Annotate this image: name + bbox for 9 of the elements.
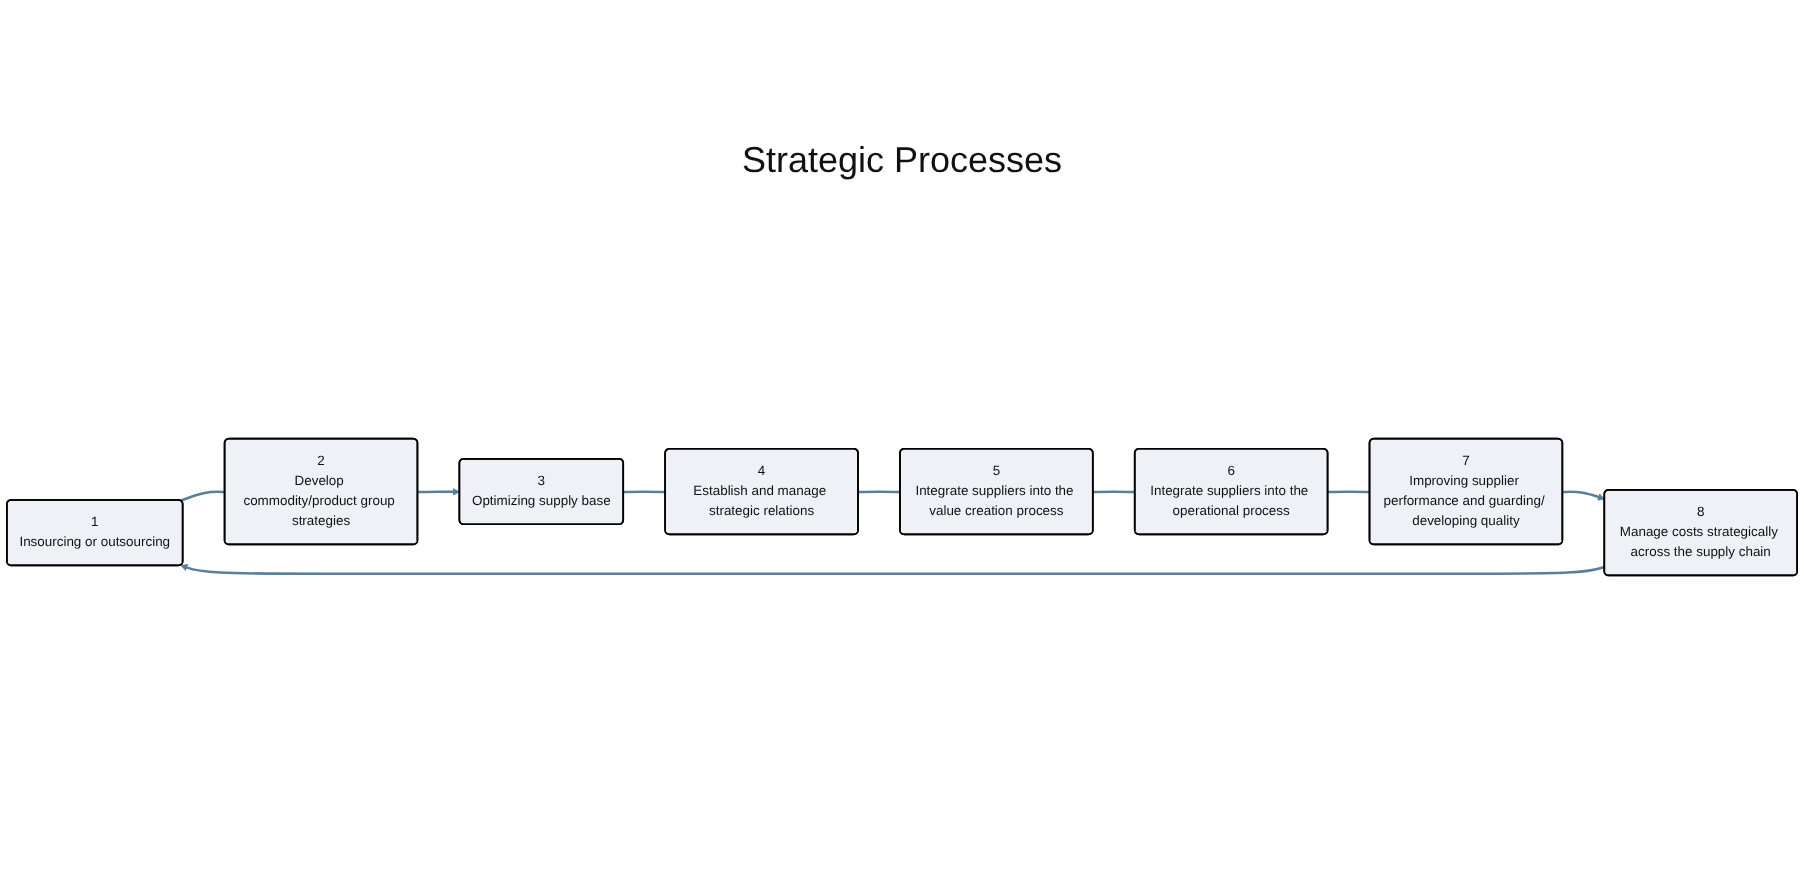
connector <box>858 491 901 495</box>
connector <box>1093 491 1136 495</box>
arrow <box>180 565 1605 576</box>
cycle-label: Strategic Processes <box>741 140 1063 182</box>
arrow <box>1562 491 1606 502</box>
connector <box>180 491 226 503</box>
connector <box>623 491 666 495</box>
connector <box>1327 491 1370 495</box>
arrow <box>417 489 461 497</box>
